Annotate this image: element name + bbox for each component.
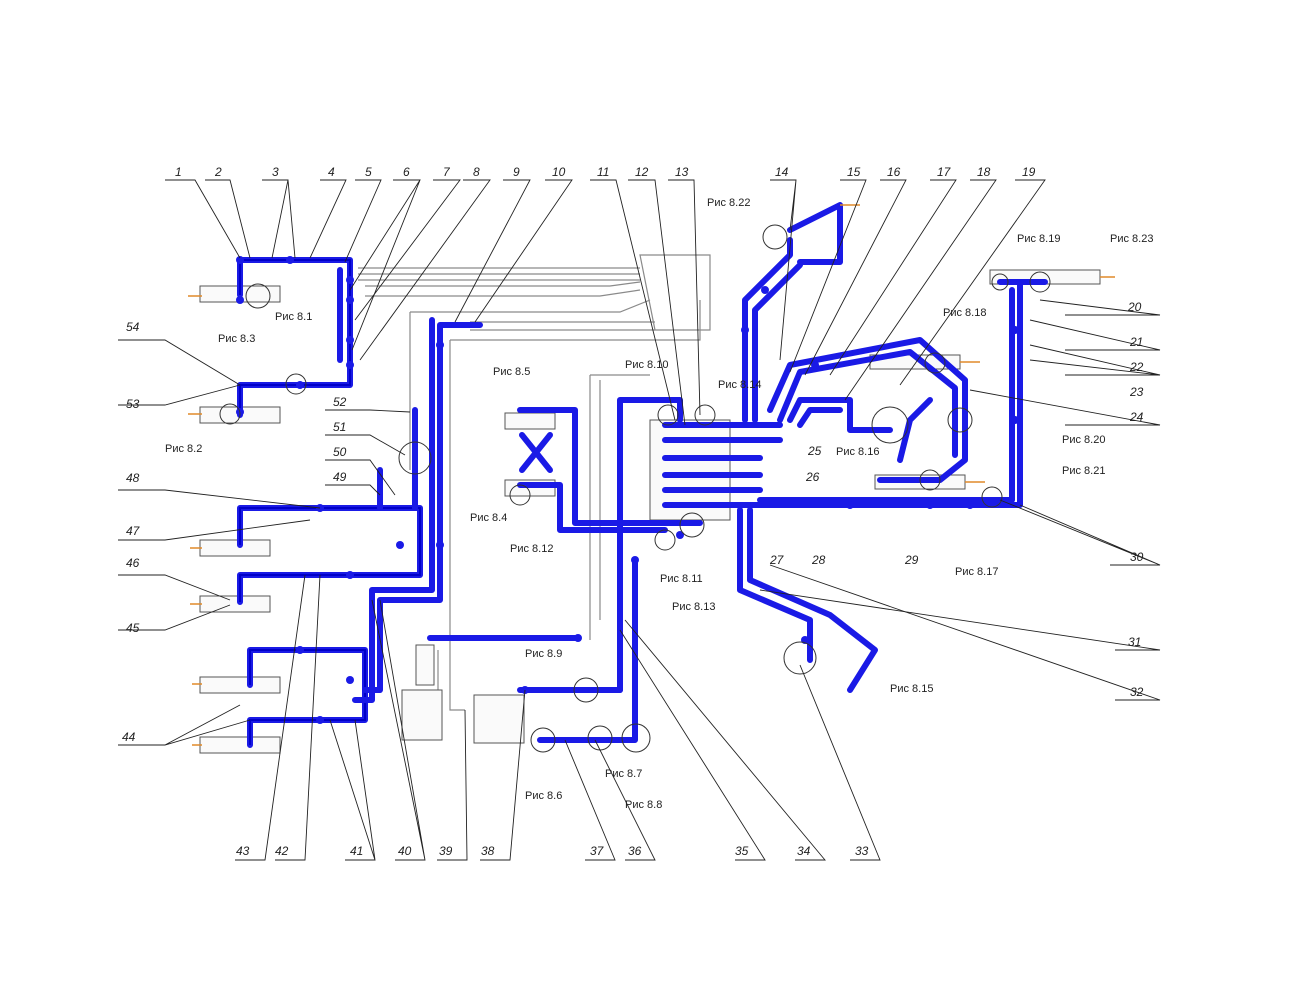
figure-ref-8-15: Рис 8.15 (890, 683, 933, 695)
part-number-43: 43 (236, 844, 250, 858)
part-number-31: 31 (1128, 635, 1141, 649)
part-number-25: 25 (807, 444, 822, 458)
figure-ref-8-12: Рис 8.12 (510, 543, 553, 555)
part-number-22: 22 (1129, 360, 1144, 374)
part-number-39: 39 (439, 844, 453, 858)
leader-lines (118, 179, 1161, 861)
part-number-24: 24 (1129, 410, 1144, 424)
part-number-46: 46 (126, 556, 140, 570)
piston-rods (188, 204, 1115, 746)
part-number-50: 50 (333, 445, 347, 459)
figure-ref-8-9: Рис 8.9 (525, 648, 562, 660)
detail-circles (219, 224, 1051, 753)
figure-ref-8-22: Рис 8.22 (707, 197, 750, 209)
component-boxes (199, 269, 1101, 754)
part-number-34: 34 (797, 844, 811, 858)
pipelines (237, 202, 1048, 748)
figure-ref-8-17: Рис 8.17 (955, 566, 998, 578)
figure-ref-8-7: Рис 8.7 (605, 768, 642, 780)
part-number-44: 44 (122, 730, 136, 744)
figure-ref-8-6: Рис 8.6 (525, 790, 562, 802)
part-number-54: 54 (126, 320, 140, 334)
part-number-28: 28 (811, 553, 826, 567)
aux-lines (358, 254, 711, 711)
part-number-37: 37 (590, 844, 605, 858)
figure-ref-8-21: Рис 8.21 (1062, 465, 1105, 477)
part-number-1: 1 (175, 165, 182, 179)
part-number-12: 12 (635, 165, 649, 179)
part-number-48: 48 (126, 471, 140, 485)
part-number-5: 5 (365, 165, 372, 179)
part-number-27: 27 (769, 553, 785, 567)
part-number-8: 8 (473, 165, 480, 179)
part-number-10: 10 (552, 165, 566, 179)
part-number-14: 14 (775, 165, 789, 179)
figure-ref-8-5: Рис 8.5 (493, 366, 530, 378)
part-number-21: 21 (1129, 335, 1143, 349)
part-number-18: 18 (977, 165, 991, 179)
cylinder-left-3 (199, 539, 271, 557)
part-number-35: 35 (735, 844, 749, 858)
valve-housing (415, 644, 435, 686)
part-number-52: 52 (333, 395, 347, 409)
figure-ref-8-13: Рис 8.13 (672, 601, 715, 613)
figure-ref-8-18: Рис 8.18 (943, 307, 986, 319)
figure-ref-8-11: Рис 8.11 (660, 573, 703, 585)
part-number-6: 6 (403, 165, 410, 179)
part-number-51: 51 (333, 420, 346, 434)
cylinder-mid-1 (504, 412, 556, 430)
part-number-2: 2 (214, 165, 222, 179)
cylinder-left-6 (199, 736, 281, 754)
part-number-42: 42 (275, 844, 289, 858)
part-number-38: 38 (481, 844, 495, 858)
part-number-36: 36 (628, 844, 642, 858)
part-number-49: 49 (333, 470, 347, 484)
part-number-11: 11 (597, 165, 609, 179)
part-number-19: 19 (1022, 165, 1036, 179)
part-number-3: 3 (272, 165, 279, 179)
cylinder-left-5 (199, 676, 281, 694)
part-number-32: 32 (1130, 685, 1144, 699)
part-number-13: 13 (675, 165, 689, 179)
part-number-30: 30 (1130, 550, 1144, 564)
part-number-4: 4 (328, 165, 335, 179)
cylinder-left-4 (199, 595, 271, 613)
part-number-16: 16 (887, 165, 901, 179)
part-number-labels: 1 2 3 4 5 6 7 8 9 10 11 12 13 14 15 16 1… (122, 165, 1144, 858)
figure-ref-8-4: Рис 8.4 (470, 512, 507, 524)
figure-ref-8-1: Рис 8.1 (275, 311, 312, 323)
figure-ref-8-14: Рис 8.14 (718, 379, 761, 391)
part-number-33: 33 (855, 844, 869, 858)
pump-block (401, 689, 443, 741)
part-number-9: 9 (513, 165, 520, 179)
figure-ref-8-16: Рис 8.16 (836, 446, 879, 458)
figure-ref-8-8: Рис 8.8 (625, 799, 662, 811)
part-number-7: 7 (443, 165, 451, 179)
part-number-40: 40 (398, 844, 412, 858)
figure-ref-labels: Рис 8.1 Рис 8.2 Рис 8.3 Рис 8.4 Рис 8.5 … (165, 197, 1153, 811)
fittings (236, 256, 1019, 724)
part-number-29: 29 (904, 553, 919, 567)
figure-ref-8-23: Рис 8.23 (1110, 233, 1153, 245)
part-number-45: 45 (126, 621, 140, 635)
part-number-17: 17 (937, 165, 952, 179)
part-number-47: 47 (126, 524, 141, 538)
figure-ref-8-10: Рис 8.10 (625, 359, 668, 371)
part-number-53: 53 (126, 397, 140, 411)
part-number-23: 23 (1129, 385, 1144, 399)
tank-block (473, 694, 525, 744)
figure-ref-8-19: Рис 8.19 (1017, 233, 1060, 245)
part-number-41: 41 (350, 844, 363, 858)
figure-ref-8-3: Рис 8.3 (218, 333, 255, 345)
part-number-26: 26 (805, 470, 820, 484)
figure-ref-8-2: Рис 8.2 (165, 443, 202, 455)
part-number-20: 20 (1127, 300, 1142, 314)
part-number-15: 15 (847, 165, 861, 179)
figure-ref-8-20: Рис 8.20 (1062, 434, 1105, 446)
